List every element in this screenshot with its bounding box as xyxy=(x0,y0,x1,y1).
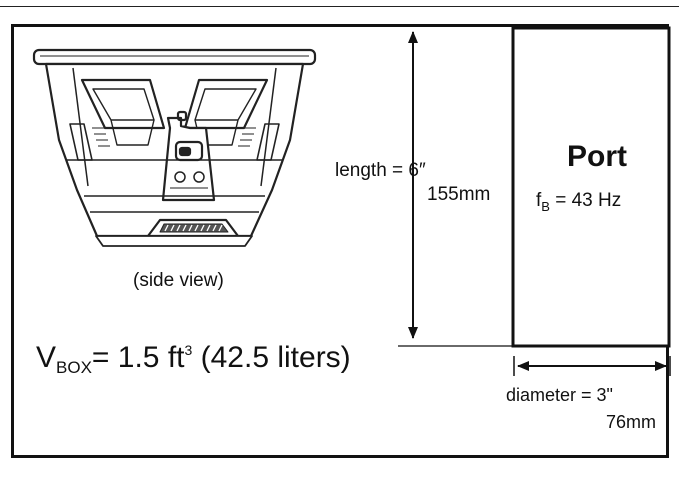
port-rectangle xyxy=(511,26,671,348)
fb-value: = 43 Hz xyxy=(549,190,622,211)
vbox-exponent: 3 xyxy=(184,342,193,358)
length-mm-label: 155mm xyxy=(427,184,491,205)
vbox-liters: (42.5 liters) xyxy=(192,341,351,374)
fb-prefix: f xyxy=(536,190,542,211)
length-label: length = 6″ xyxy=(335,160,426,181)
fb-subscript: B xyxy=(541,198,550,214)
diameter-mm-label: 76mm xyxy=(606,412,657,432)
tuning-frequency-label: fB = 43 Hz xyxy=(536,190,621,214)
vbox-subscript: BOX xyxy=(56,358,92,377)
box-volume-label: VBOX= 1.5 ft3 (42.5 liters) xyxy=(36,341,351,378)
side-view-caption: (side view) xyxy=(133,270,224,291)
vbox-prefix: V xyxy=(36,341,57,374)
vbox-value: = 1.5 ft xyxy=(91,341,185,374)
diameter-label: diameter = 3" xyxy=(506,385,613,405)
subwoofer-side-view-icon xyxy=(32,48,317,247)
port-title: Port xyxy=(567,140,627,173)
top-rule xyxy=(0,6,679,7)
